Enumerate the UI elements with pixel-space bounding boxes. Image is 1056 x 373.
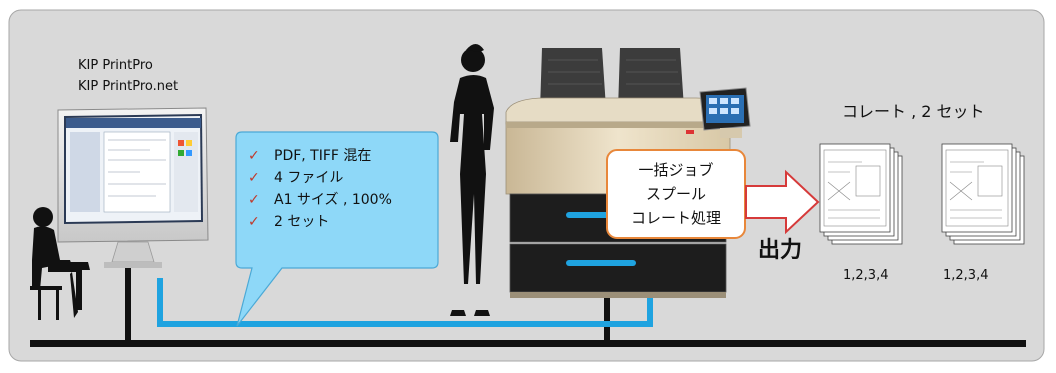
software-names: KIP PrintPro KIP PrintPro.net: [78, 55, 178, 97]
document-stack-icon: [819, 143, 903, 245]
collate-title: コレート , 2 セット: [842, 102, 985, 121]
software-name: KIP PrintPro.net: [78, 79, 179, 94]
check-icon: ✓: [248, 170, 260, 186]
process-line: 一括ジョブ: [638, 161, 714, 179]
seated-user-icon: [30, 207, 90, 320]
monitor-post: [125, 268, 131, 342]
check-icon: ✓: [248, 148, 260, 164]
network-bus-line: [30, 340, 1026, 347]
process-box: 一括ジョブ スプール コレート処理: [607, 150, 745, 238]
document-stack-icon: [941, 143, 1025, 245]
check-icon: ✓: [248, 214, 260, 230]
output-arrow: [745, 169, 820, 235]
standing-user-icon: [450, 44, 494, 316]
setting-text: PDF, TIFF 混在: [274, 148, 372, 164]
setting-text: 4 ファイル: [274, 170, 344, 186]
page-sequence: 1,2,3,4: [943, 268, 989, 283]
monitor-icon: [57, 107, 209, 268]
list-item: ✓ 2 セット: [248, 211, 392, 233]
list-item: ✓ PDF, TIFF 混在: [248, 145, 392, 167]
software-name: KIP PrintPro: [78, 58, 153, 73]
list-item: ✓ 4 ファイル: [248, 167, 392, 189]
job-settings-bubble: [235, 131, 439, 327]
list-item: ✓ A1 サイズ , 100%: [248, 189, 392, 211]
job-settings-list: ✓ PDF, TIFF 混在 ✓ 4 ファイル ✓ A1 サイズ , 100% ✓ 2 …: [248, 145, 392, 233]
printer-post: [604, 296, 610, 342]
page-sequence: 1,2,3,4: [843, 268, 889, 283]
setting-text: A1 サイズ , 100%: [274, 192, 392, 208]
output-label: 出力: [758, 238, 803, 263]
setting-text: 2 セット: [274, 214, 330, 230]
process-line: スプール: [645, 185, 706, 203]
process-line: コレート処理: [630, 209, 721, 227]
check-icon: ✓: [248, 192, 260, 208]
